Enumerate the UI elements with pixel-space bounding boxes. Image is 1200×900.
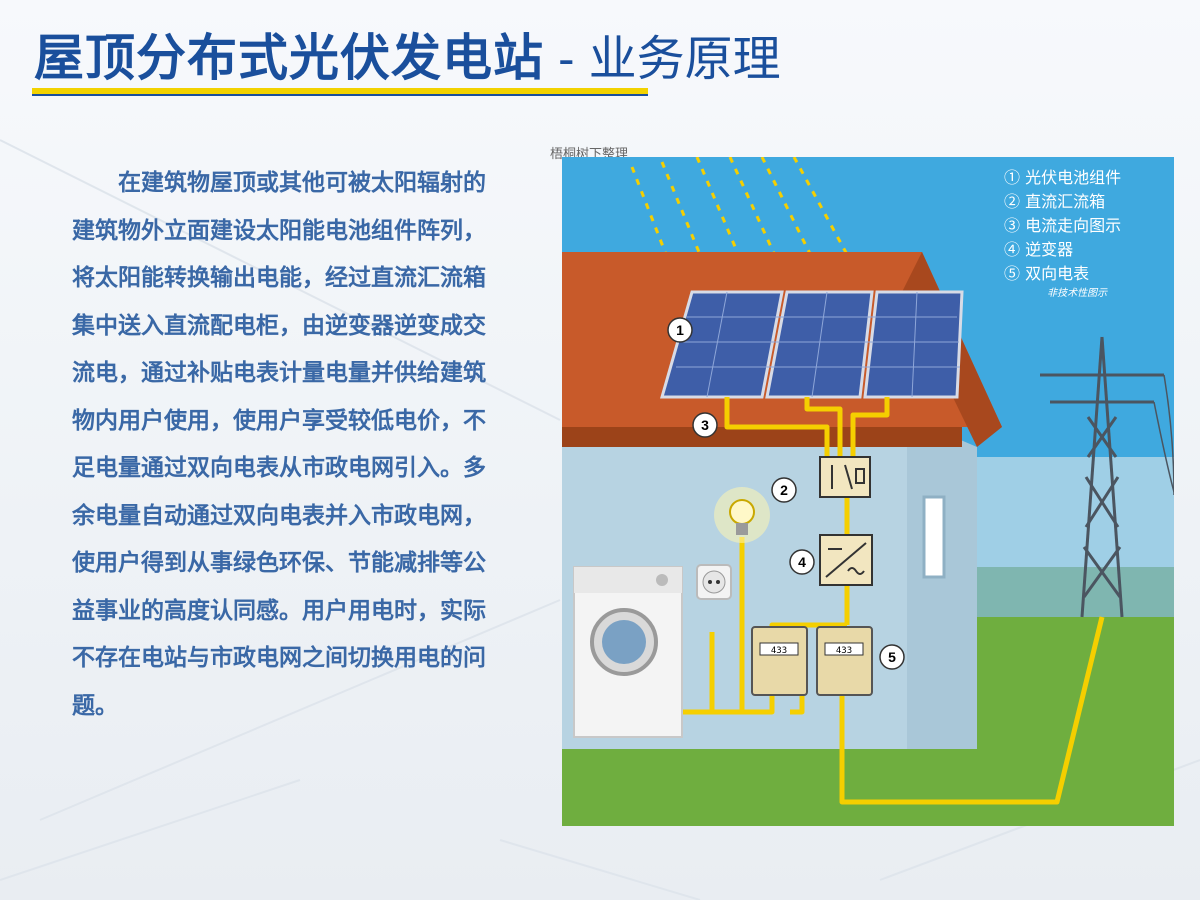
house-side-wall [907,417,977,749]
legend-item-combiner-box: ② 直流汇流箱 [1004,192,1106,211]
inverter [819,534,873,586]
diagram-legend: ① 光伏电池组件 ② 直流汇流箱 ③ 电流走向图示 ④ 逆变器 ⑤ 双向电表 非… [1004,166,1121,306]
marker-1: 1 [667,317,693,343]
pv-system-diagram: 433 433 1 [562,157,1174,826]
marker-4: 4 [789,549,815,575]
title-underline [32,88,648,94]
title-separator: - [558,32,575,86]
washing-machine-icon [573,566,683,738]
title-main: 屋顶分布式光伏发电站 [34,29,544,87]
bidirectional-meters: 433 433 [751,626,873,696]
meter-reading-left: 433 [771,646,787,656]
svg-text:5: 5 [888,649,896,665]
page-title: 屋顶分布式光伏发电站-业务原理 [34,18,781,90]
legend-note: 非技术性图示 [1047,288,1108,299]
marker-2: 2 [771,477,797,503]
legend-item-inverter: ④ 逆变器 [1004,240,1074,259]
marker-3: 3 [692,412,718,438]
marker-5: 5 [879,644,905,670]
title-underline-thin [32,94,648,96]
meter-reading-right: 433 [836,646,852,656]
distant-field [962,567,1174,617]
legend-item-current-flow: ③ 电流走向图示 [1004,216,1122,235]
current-wires [682,397,1105,805]
description-paragraph: 在建筑物屋顶或其他可被太阳辐射的建筑物外立面建设太阳能电池组件阵列，将太阳能转换… [72,170,486,719]
power-socket-icon [696,564,732,600]
dc-combiner-box [819,456,871,498]
legend-item-pv-module: ① 光伏电池组件 [1004,168,1122,187]
svg-text:3: 3 [701,417,709,433]
light-bulb-icon [714,487,770,543]
title-subtitle: 业务原理 [588,31,781,87]
svg-text:1: 1 [676,322,684,338]
window [922,495,946,579]
solar-panels [660,290,964,399]
legend-item-meter: ⑤ 双向电表 [1004,264,1090,283]
transmission-tower [1040,336,1174,618]
svg-text:4: 4 [798,554,806,570]
svg-text:2: 2 [780,482,788,498]
roof-eave [562,427,962,447]
